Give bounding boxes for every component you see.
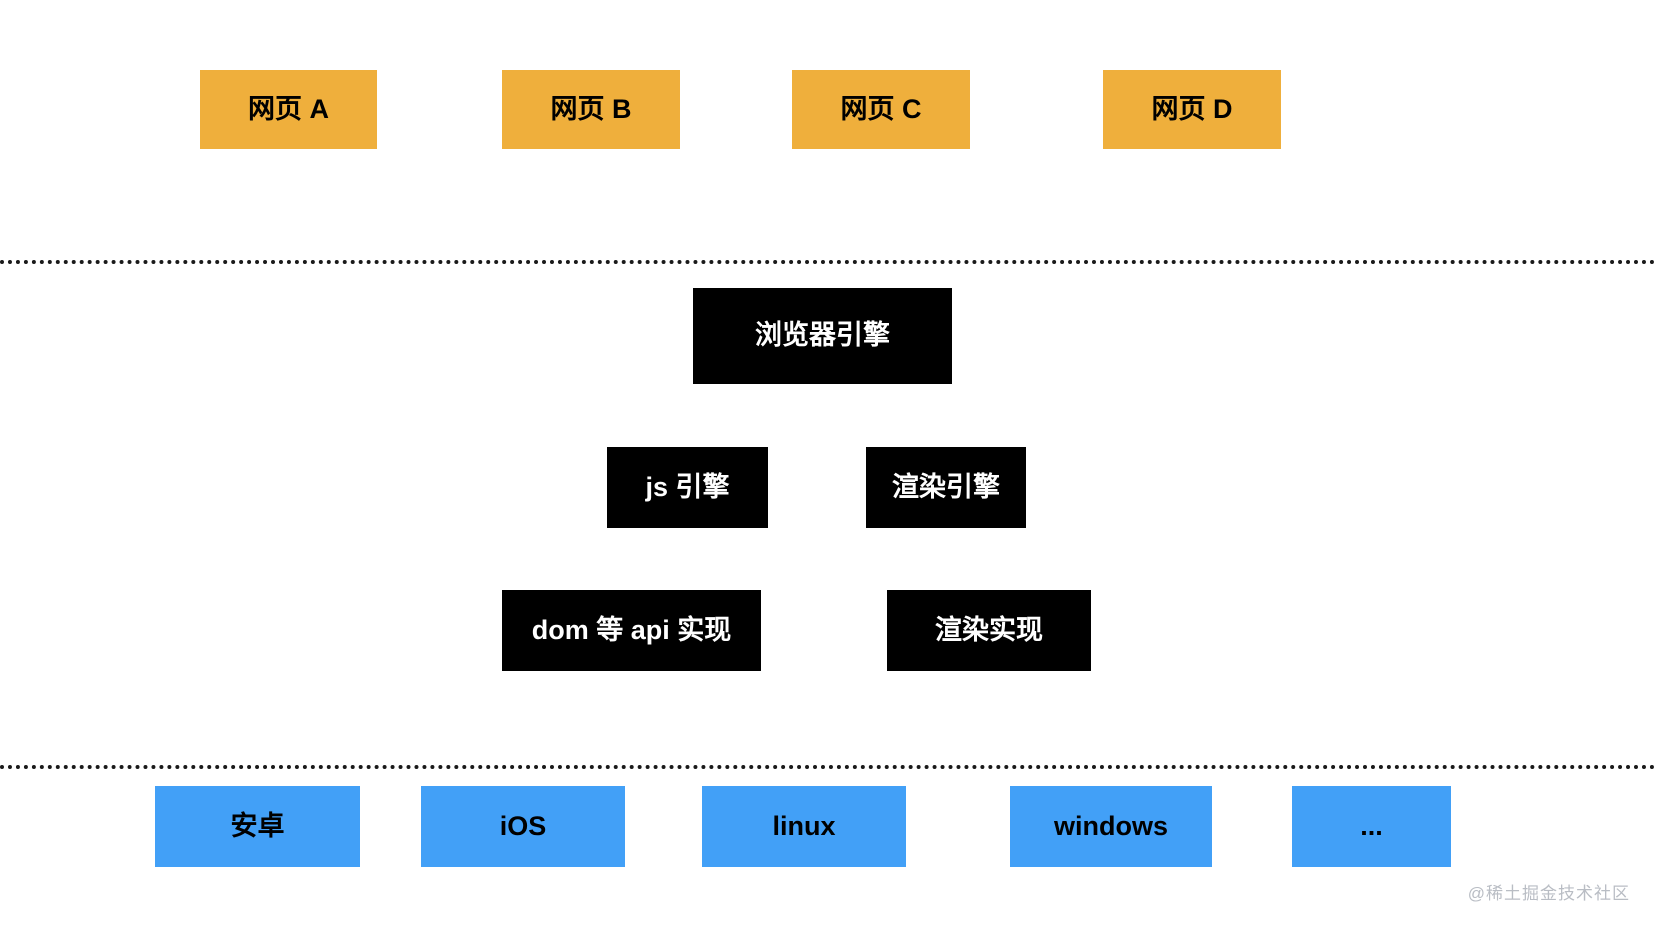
node-dom-api-impl: dom 等 api 实现: [502, 590, 761, 671]
watermark: @稀土掘金技术社区: [1467, 884, 1630, 903]
node-os-more: ...: [1292, 786, 1451, 867]
node-web-page-b: 网页 B: [502, 70, 680, 149]
node-os-linux: linux: [702, 786, 906, 867]
divider-pages-engine: [0, 260, 1656, 264]
node-web-page-c: 网页 C: [792, 70, 970, 149]
node-render-impl: 渲染实现: [887, 590, 1091, 671]
node-render-engine: 渲染引擎: [866, 447, 1026, 528]
node-web-page-d: 网页 D: [1103, 70, 1281, 149]
node-os-android: 安卓: [155, 786, 360, 867]
node-os-windows: windows: [1010, 786, 1212, 867]
node-browser-engine: 浏览器引擎: [693, 288, 952, 384]
node-web-page-a: 网页 A: [200, 70, 377, 149]
node-js-engine: js 引擎: [607, 447, 768, 528]
divider-engine-os: [0, 765, 1656, 769]
node-os-ios: iOS: [421, 786, 625, 867]
